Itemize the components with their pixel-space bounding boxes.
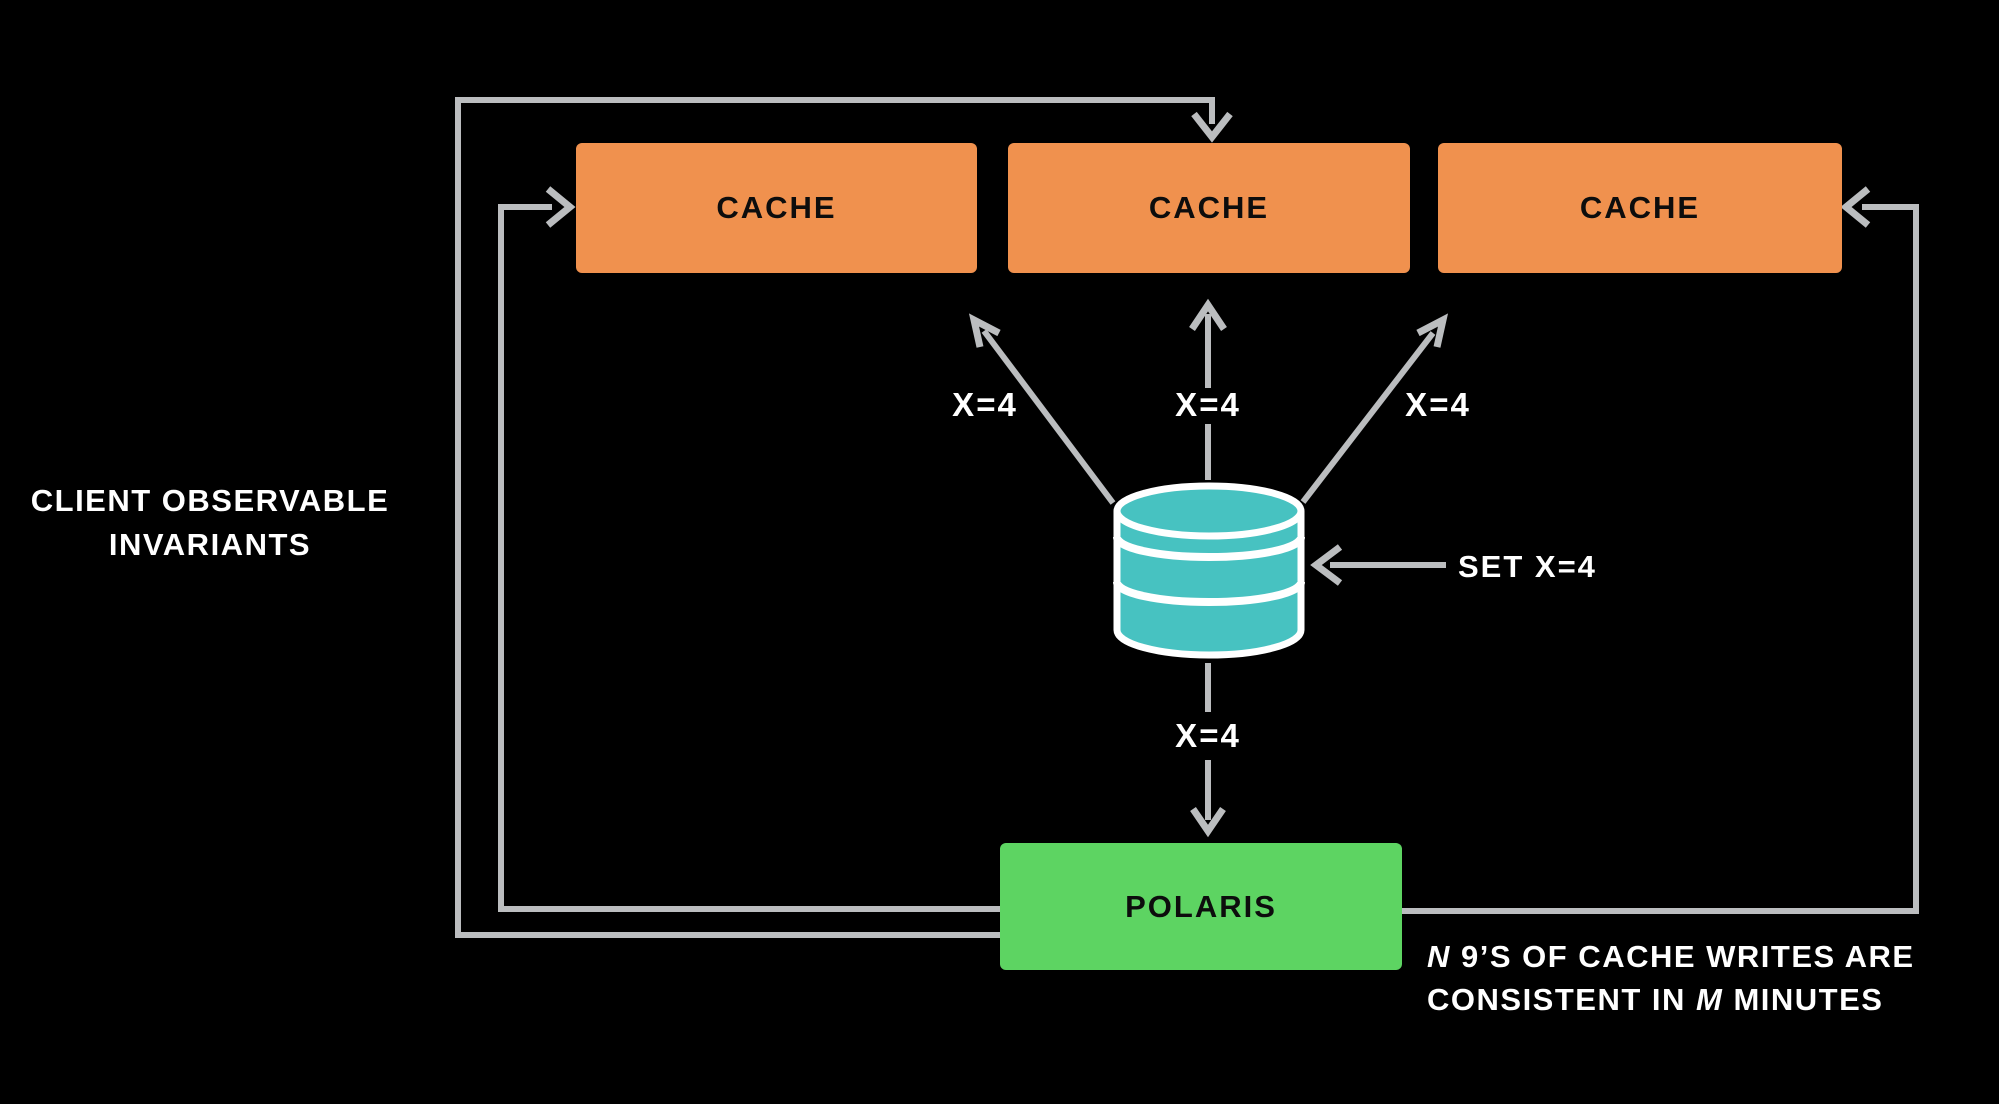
replication-label-right: X=4	[1405, 386, 1471, 423]
cache-node-label: CACHE	[1579, 190, 1701, 225]
left-caption-line1: CLIENT OBSERVABLE	[30, 483, 390, 518]
footnote: N 9’S OF CACHE WRITES ARE CONSISTENT IN …	[1427, 935, 1915, 1021]
footnote-line2-text-pre: CONSISTENT IN	[1427, 982, 1697, 1017]
cache-node-left: CACHE	[576, 143, 977, 273]
polaris-node-label: POLARIS	[1125, 888, 1277, 924]
cache-node-label: CACHE	[716, 190, 837, 225]
replication-label-middle: X=4	[1175, 386, 1241, 423]
cache-node-middle: CACHE	[1008, 143, 1410, 273]
loop-polaris-to-cache-left	[498, 186, 1000, 912]
replication-label-polaris: X=4	[1175, 717, 1241, 754]
cache-node-right: CACHE	[1438, 143, 1842, 273]
arrowhead-left-icon	[1310, 544, 1343, 586]
arrow-db-to-polaris	[1190, 663, 1226, 838]
footnote-line1: N 9’S OF CACHE WRITES ARE	[1427, 935, 1915, 978]
arrowhead-right-icon	[545, 186, 576, 228]
loop-polaris-to-cache-middle	[455, 97, 1233, 938]
arrow-db-to-cache-right	[1300, 313, 1449, 504]
left-caption-line2: INVARIANTS	[108, 527, 312, 562]
footnote-line2-text-rest: MINUTES	[1723, 982, 1884, 1017]
arrow-db-to-cache-left	[968, 313, 1116, 505]
footnote-line1-text: 9’S OF CACHE WRITES ARE	[1450, 939, 1915, 974]
arrowhead-down-icon	[1190, 807, 1226, 838]
loop-polaris-to-cache-right	[1402, 186, 1919, 914]
arrowhead-down-icon	[1191, 111, 1233, 143]
arrowhead-upleft-icon	[968, 313, 1001, 348]
arrow-set-write	[1310, 544, 1446, 586]
arrowhead-up-icon	[1189, 298, 1227, 331]
arrowhead-left-icon	[1840, 186, 1871, 228]
left-caption: CLIENT OBSERVABLE INVARIANTS	[10, 479, 410, 567]
footnote-line2: CONSISTENT IN M MINUTES	[1427, 978, 1915, 1021]
polaris-node: POLARIS	[1000, 843, 1402, 970]
set-write-label: SET X=4	[1458, 549, 1597, 584]
database-icon	[1113, 482, 1305, 659]
cache-node-label: CACHE	[1148, 190, 1270, 225]
arrow-db-to-cache-middle	[1189, 298, 1227, 480]
replication-label-left: X=4	[952, 386, 1018, 423]
footnote-m-variable: M	[1696, 982, 1724, 1017]
arrowhead-upright-icon	[1416, 313, 1449, 348]
footnote-n-variable: N	[1427, 939, 1451, 974]
